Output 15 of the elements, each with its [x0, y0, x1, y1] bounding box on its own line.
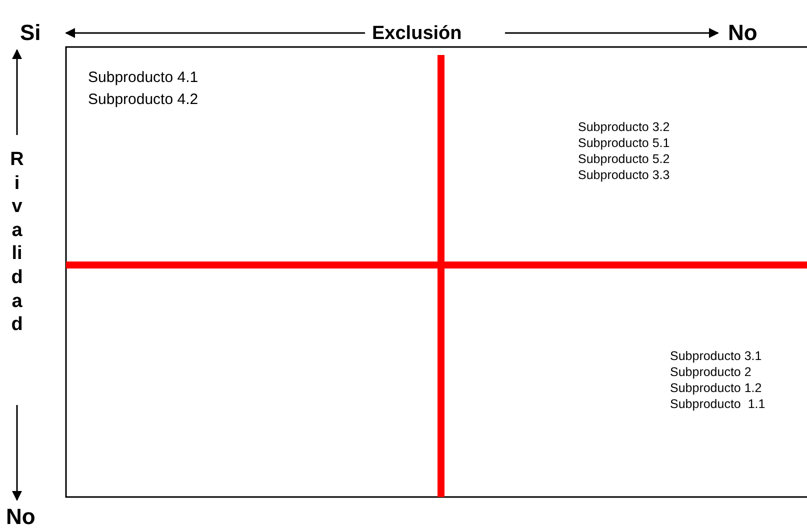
quadrant-item: Subproducto 5.2 [578, 153, 670, 166]
axis-title: Exclusión [372, 24, 462, 43]
quadrant-item: Subproducto 5.1 [578, 137, 670, 150]
axis-label: Si [20, 22, 41, 44]
quadrant-item: Subproducto 3.3 [578, 169, 670, 182]
quadrant-item: Subproducto 4.1 [88, 70, 198, 85]
quadrant-item: Subproducto 1.2 [670, 382, 762, 394]
quadrant-item: Subproducto 1.1 [670, 398, 766, 410]
quadrant-item: Subproducto 2 [670, 366, 752, 378]
axis-label: No [728, 22, 758, 44]
axis-label: No [6, 506, 36, 528]
quadrant-item: Subproducto 4.2 [88, 92, 198, 107]
quadrant-item: Subproducto 3.2 [578, 121, 670, 134]
axis-title: Rivalidad [10, 148, 24, 337]
quadrant-item: Subproducto 3.1 [670, 350, 762, 362]
